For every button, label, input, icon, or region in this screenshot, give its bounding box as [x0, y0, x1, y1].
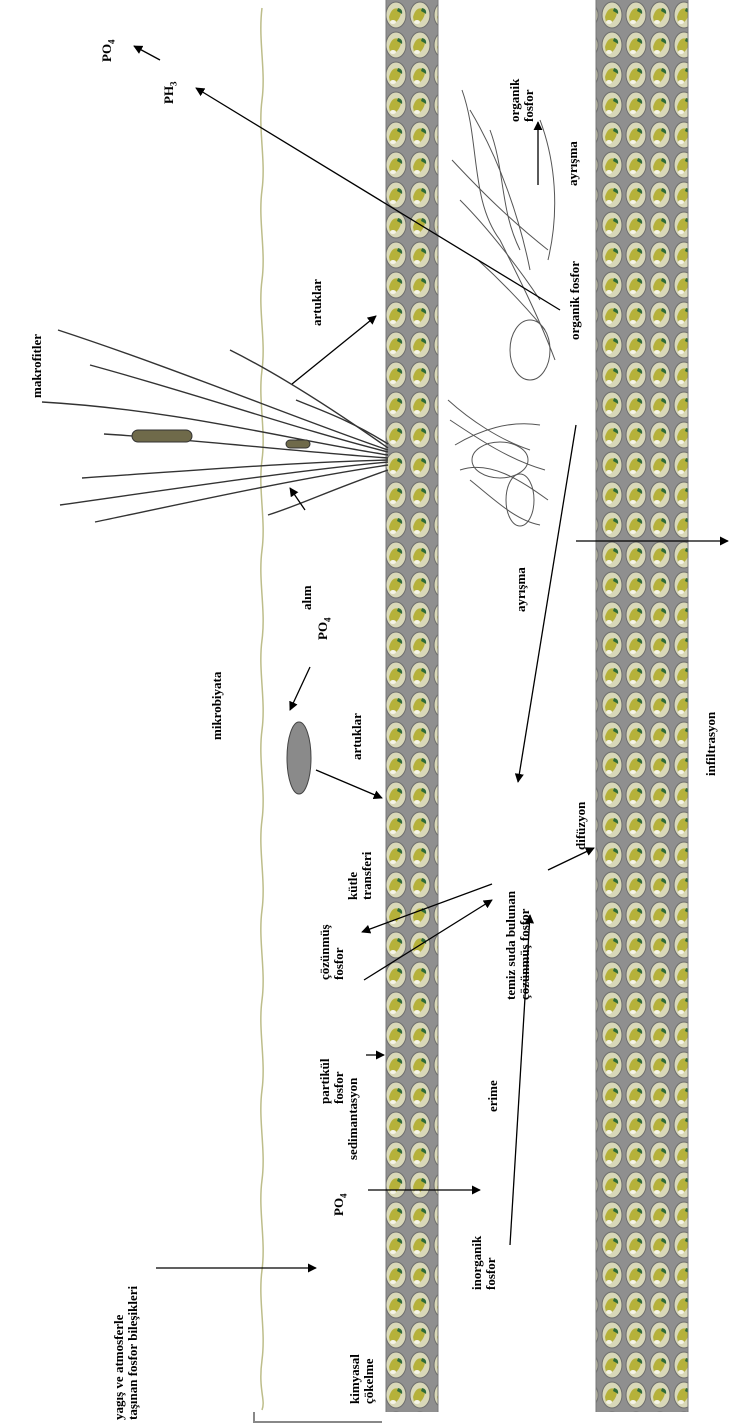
- arrow-organic-to-ph3: [196, 88, 560, 310]
- label-makrofitler: makrofitler: [30, 334, 44, 398]
- gravel-band-left: [386, 0, 438, 1412]
- left-border-line: [254, 1412, 382, 1422]
- label-kimyasal-cokelme: kimyasal çökelme: [348, 1354, 376, 1404]
- label-inorganik-fosfor-line2: fosfor: [484, 1236, 498, 1290]
- label-yagis: yagış ve atmosferle taşınan fosfor bileş…: [112, 1286, 140, 1420]
- label-ph3-text: PH: [161, 86, 176, 104]
- label-po4-sed-sub: 4: [339, 1193, 349, 1198]
- label-partikul-fosfor-line2: fosfor: [332, 1058, 346, 1104]
- label-po4-sed: PO4: [332, 1193, 346, 1216]
- gravel-band-right: [596, 0, 688, 1412]
- label-kutle-transferi-line2: transferi: [360, 852, 374, 900]
- label-cozunmus-fosfor-line1: çözünmüş: [318, 924, 332, 980]
- label-inorganik-fosfor: inorganik fosfor: [470, 1236, 498, 1290]
- label-yagis-line2: taşınan fosfor bileşikleri: [126, 1286, 140, 1420]
- arrow-po4-to-microbe: [290, 667, 310, 710]
- label-po4-alim-sub: 4: [323, 617, 333, 622]
- label-organik-fosfor-top-line2: fosfor: [522, 79, 536, 122]
- label-ayrisma-top: ayrışma: [566, 141, 580, 186]
- label-po4-sed-text: PO: [331, 1198, 346, 1216]
- label-organik-fosfor-top-line1: organik: [508, 79, 522, 122]
- label-artuklar-top: artuklar: [310, 279, 324, 326]
- arrow-microbe-to-sediment: [316, 770, 382, 798]
- label-cozunmus-fosfor: çözünmüş fosfor: [318, 924, 346, 980]
- label-kimyasal-line1: kimyasal: [348, 1354, 362, 1404]
- label-po4-top: PO4: [100, 39, 114, 62]
- arrow-plant-to-artuklar: [292, 316, 376, 384]
- cattail-spike-small: [286, 440, 310, 448]
- label-po4-alim-text: PO: [315, 622, 330, 640]
- label-po4-alim: PO4: [316, 617, 330, 640]
- label-infiltrasyon: infiltrasyon: [704, 712, 718, 776]
- label-kimyasal-line2: çökelme: [362, 1354, 376, 1404]
- label-artuklar-mid: artuklar: [350, 713, 364, 760]
- label-alim: alım: [300, 585, 314, 610]
- label-cozunmus-fosfor-line2: fosfor: [332, 924, 346, 980]
- label-ayrisma-mid: ayrışma: [514, 567, 528, 612]
- label-partikul-fosfor-line1: partikül: [318, 1058, 332, 1104]
- label-erime: erime: [486, 1080, 500, 1112]
- label-ph3-sub: 3: [169, 81, 179, 86]
- label-partikul-fosfor: partikül fosfor: [318, 1058, 346, 1104]
- microbe-body: [287, 722, 311, 794]
- arrow-ph3-to-po4: [134, 46, 160, 60]
- label-yagis-line1: yagış ve atmosferle: [112, 1286, 126, 1420]
- label-kutle-transferi: kütle transferi: [346, 852, 374, 900]
- label-po4-top-text: PO: [99, 44, 114, 62]
- label-po4-top-sub: 4: [107, 39, 117, 44]
- label-sedimantasyon: sedimantasyon: [346, 1078, 360, 1160]
- label-temiz-su: temiz suda bulunan çözünmüş fosfor: [504, 891, 532, 1000]
- label-temiz-su-line2: çözünmüş fosfor: [518, 891, 532, 1000]
- macrophyte-plant: [42, 330, 388, 522]
- label-inorganik-fosfor-line1: inorganik: [470, 1236, 484, 1290]
- label-organik-fosfor-mid: organik fosfor: [568, 261, 582, 340]
- arrow-to-difuzyon: [548, 848, 594, 870]
- plant-litter: [448, 90, 555, 526]
- label-organik-fosfor-top: organik fosfor: [508, 79, 536, 122]
- label-ph3: PH3: [162, 81, 176, 104]
- cattail-spike: [132, 430, 192, 442]
- label-temiz-su-line1: temiz suda bulunan: [504, 891, 518, 1000]
- label-mikrobiyata: mikrobiyata: [210, 672, 224, 740]
- label-kutle-transferi-line1: kütle: [346, 852, 360, 900]
- label-difuzyon: difüzyon: [574, 802, 588, 850]
- water-surface-line: [261, 8, 263, 1410]
